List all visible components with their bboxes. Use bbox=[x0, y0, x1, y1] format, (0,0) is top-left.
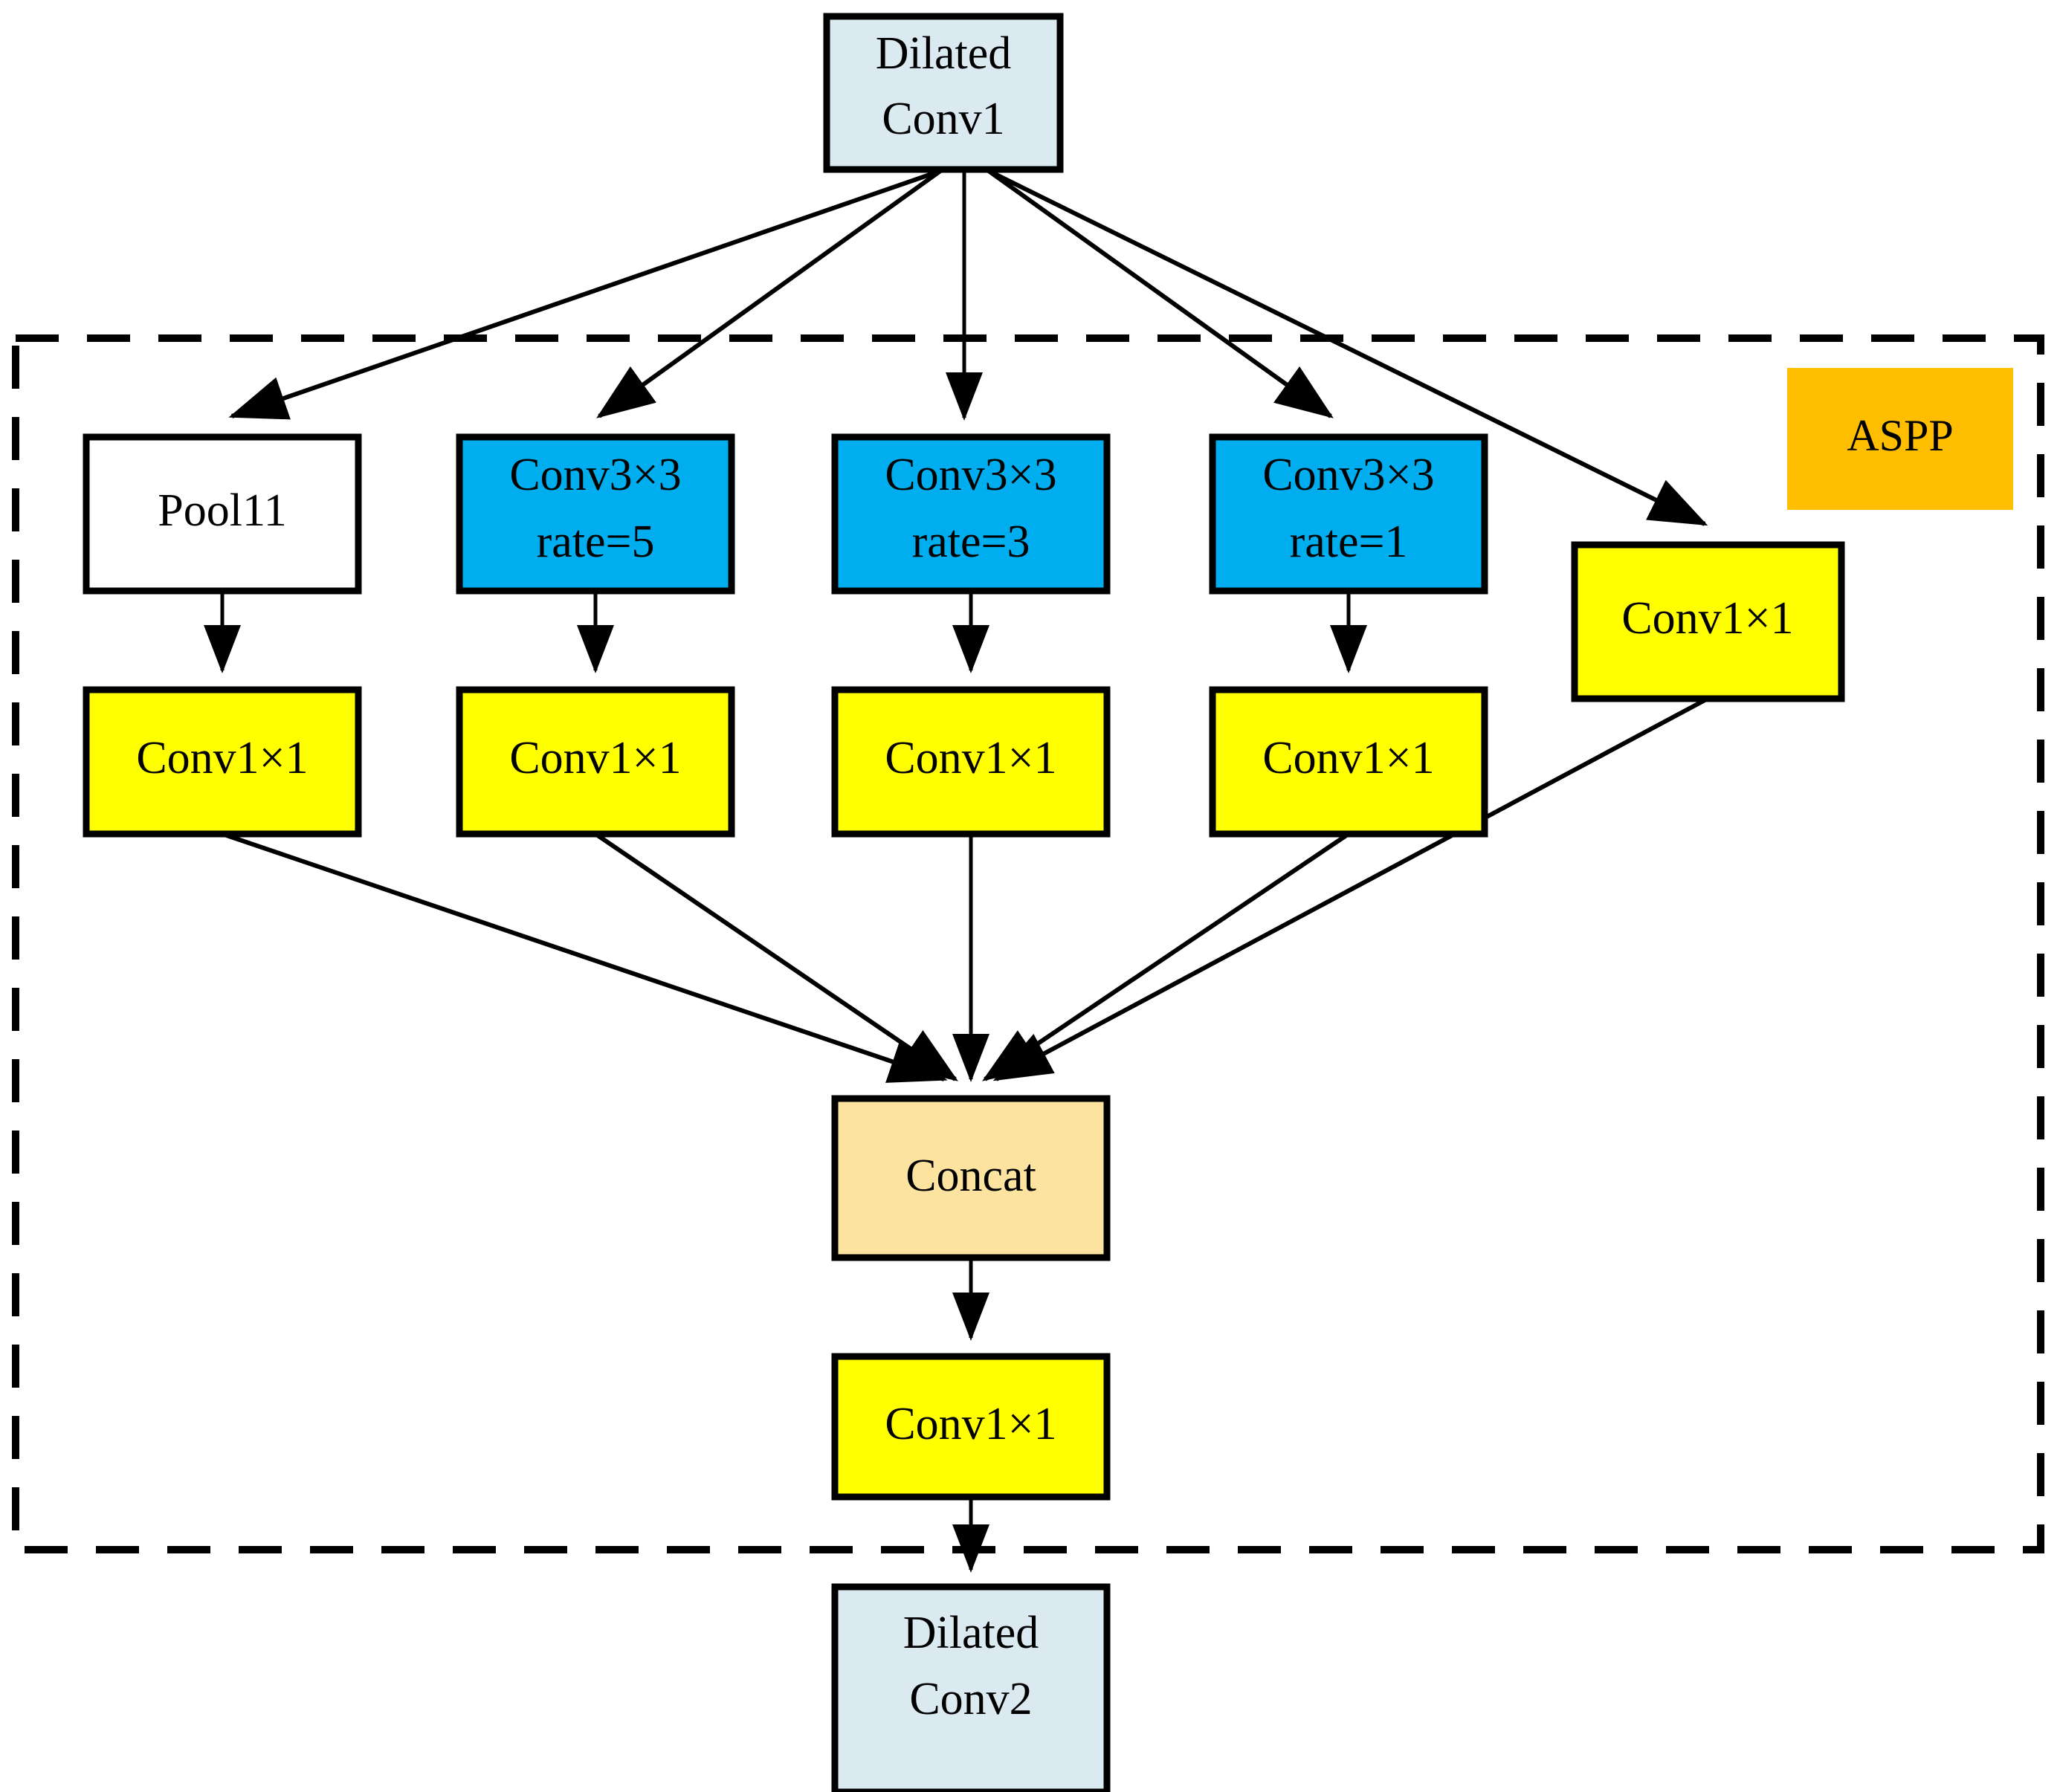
node-dilated-conv1-line2: Conv1 bbox=[882, 94, 1004, 144]
edges-branch-to-conv bbox=[204, 591, 1367, 674]
node-conv1x1-rate3[interactable]: Conv1×1 bbox=[831, 686, 1111, 838]
edges-input-fanout bbox=[228, 169, 1708, 526]
edges-concat-fanin bbox=[222, 696, 1709, 1083]
node-conv1x1-image-box[interactable] bbox=[1571, 541, 1845, 702]
node-dilated-conv2-line1: Dilated bbox=[903, 1608, 1039, 1658]
node-conv3x3-rate3-line1: Conv3×3 bbox=[885, 450, 1056, 500]
node-conv1x1-rate5-box[interactable] bbox=[456, 686, 735, 838]
node-conv1x1-rate1-label: Conv1×1 bbox=[1262, 733, 1434, 783]
node-dilated-conv2-line2: Conv2 bbox=[909, 1674, 1032, 1724]
node-conv1x1-rate3-label: Conv1×1 bbox=[885, 733, 1056, 783]
node-pool11-box[interactable] bbox=[83, 433, 362, 595]
edge-input-to-rate5 bbox=[596, 169, 942, 418]
node-conv3x3-rate5-box[interactable] bbox=[456, 433, 735, 595]
edge-conv-rate5-to-concat bbox=[594, 832, 958, 1081]
node-conv3x3-rate3-line2: rate=3 bbox=[912, 517, 1030, 567]
node-conv1x1-out-label: Conv1×1 bbox=[885, 1399, 1056, 1449]
node-pool11[interactable]: Pool11 bbox=[83, 433, 362, 595]
node-conv1x1-out[interactable]: Conv1×1 bbox=[831, 1353, 1111, 1501]
node-conv3x3-rate1[interactable]: Conv3×3 rate=1 bbox=[1209, 433, 1488, 595]
node-concat-label: Concat bbox=[905, 1151, 1036, 1201]
edge-conv-pool-to-concat bbox=[222, 832, 948, 1083]
node-conv1x1-pool-label: Conv1×1 bbox=[136, 733, 308, 783]
node-conv1x1-out-box[interactable] bbox=[831, 1353, 1111, 1501]
node-dilated-conv2[interactable]: Dilated Conv2 bbox=[831, 1583, 1111, 1792]
node-conv3x3-rate3-box[interactable] bbox=[831, 433, 1111, 595]
node-conv1x1-rate5[interactable]: Conv1×1 bbox=[456, 686, 735, 838]
node-conv1x1-pool-box[interactable] bbox=[83, 686, 362, 838]
node-concat-box[interactable] bbox=[831, 1095, 1111, 1261]
node-pool11-label: Pool11 bbox=[158, 485, 286, 536]
node-conv1x1-pool[interactable]: Conv1×1 bbox=[83, 686, 362, 838]
node-conv1x1-rate3-box[interactable] bbox=[831, 686, 1111, 838]
node-concat[interactable]: Concat bbox=[831, 1095, 1111, 1261]
node-conv1x1-image[interactable]: Conv1×1 bbox=[1571, 541, 1845, 702]
edge-conv-image-to-concat bbox=[992, 696, 1709, 1081]
node-dilated-conv1[interactable]: Dilated Conv1 bbox=[823, 13, 1064, 173]
edge-input-to-image-conv bbox=[987, 169, 1708, 526]
node-conv3x3-rate5-line2: rate=5 bbox=[537, 517, 655, 567]
node-conv1x1-rate1[interactable]: Conv1×1 bbox=[1209, 686, 1488, 838]
node-conv3x3-rate1-line1: Conv3×3 bbox=[1262, 450, 1434, 500]
aspp-badge: ASPP bbox=[1787, 368, 2013, 510]
edge-input-to-pool bbox=[228, 169, 941, 420]
aspp-group-frame bbox=[12, 334, 2044, 1553]
edge-input-to-rate1 bbox=[987, 169, 1334, 418]
node-dilated-conv2-box[interactable] bbox=[831, 1583, 1111, 1792]
node-dilated-conv1-line1: Dilated bbox=[876, 28, 1012, 79]
node-conv3x3-rate1-box[interactable] bbox=[1209, 433, 1488, 595]
edge-conv-rate1-to-concat bbox=[982, 832, 1350, 1081]
node-conv3x3-rate5[interactable]: Conv3×3 rate=5 bbox=[456, 433, 735, 595]
aspp-badge-label: ASPP bbox=[1847, 411, 1953, 460]
node-conv1x1-rate5-label: Conv1×1 bbox=[509, 733, 681, 783]
node-dilated-conv1-box[interactable] bbox=[823, 13, 1064, 173]
node-conv1x1-rate1-box[interactable] bbox=[1209, 686, 1488, 838]
node-conv3x3-rate3[interactable]: Conv3×3 rate=3 bbox=[831, 433, 1111, 595]
node-conv3x3-rate5-line1: Conv3×3 bbox=[509, 450, 681, 500]
node-conv1x1-image-label: Conv1×1 bbox=[1621, 593, 1793, 644]
aspp-badge-box bbox=[1787, 368, 2013, 510]
node-conv3x3-rate1-line2: rate=1 bbox=[1290, 517, 1408, 567]
